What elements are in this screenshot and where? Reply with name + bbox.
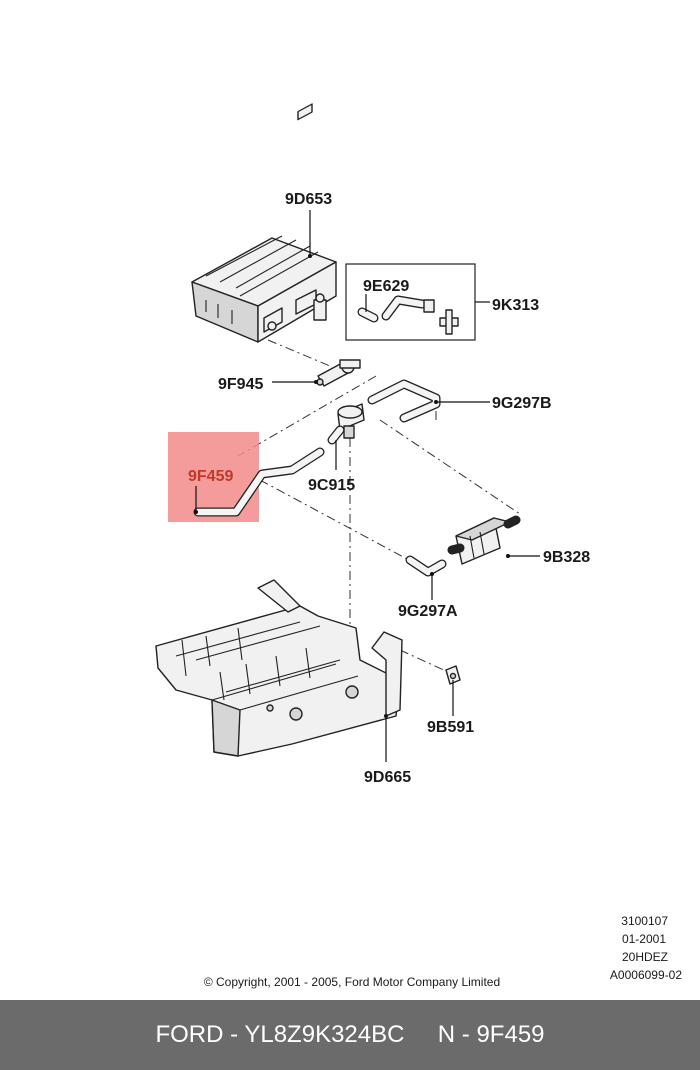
part-number-caption: FORD - YL8Z9K324BC N - 9F459 xyxy=(155,1021,545,1048)
ref-code-4: A0006099-02 xyxy=(610,968,682,982)
ref-code-2: 01-2001 xyxy=(622,932,666,946)
label-9e629: 9E629 xyxy=(363,278,409,295)
clip-9b591[interactable] xyxy=(445,665,461,685)
label-9b591: 9B591 xyxy=(427,719,474,736)
copyright-notice: © Copyright, 2001 - 2005, Ford Motor Com… xyxy=(204,975,500,989)
label-9g297b: 9G297B xyxy=(492,395,552,412)
tube-9g297b[interactable] xyxy=(367,379,441,423)
ref-code-3: 20HDEZ xyxy=(622,950,668,964)
label-9k313: 9K313 xyxy=(492,297,539,314)
label-9d653: 9D653 xyxy=(285,191,332,208)
valve-9f945[interactable] xyxy=(316,359,361,387)
filter-9b328[interactable] xyxy=(447,515,521,565)
canister-9d653[interactable] xyxy=(191,103,337,343)
exploded-parts-diagram: 9D653 9E629 9K313 9F945 9G297B 9F459 9C9… xyxy=(155,103,682,989)
tube-9g297a[interactable] xyxy=(405,555,447,577)
label-9b328: 9B328 xyxy=(543,549,590,566)
label-9g297a: 9G297A xyxy=(398,603,458,620)
bracket-9d665[interactable] xyxy=(155,579,403,757)
label-9f459: 9F459 xyxy=(188,468,233,485)
footer-bar: FORD - YL8Z9K324BC N - 9F459 xyxy=(0,1000,700,1070)
connector-9e629[interactable] xyxy=(357,295,459,335)
hose-9f459[interactable] xyxy=(193,447,325,517)
ref-code-1: 3100107 xyxy=(621,914,668,928)
label-9c915: 9C915 xyxy=(308,477,355,494)
label-9f945: 9F945 xyxy=(218,376,263,393)
valve-9c915[interactable] xyxy=(327,403,365,445)
label-9d665: 9D665 xyxy=(364,769,411,786)
assembly-centerlines xyxy=(237,339,521,700)
leader-lines xyxy=(194,210,540,762)
